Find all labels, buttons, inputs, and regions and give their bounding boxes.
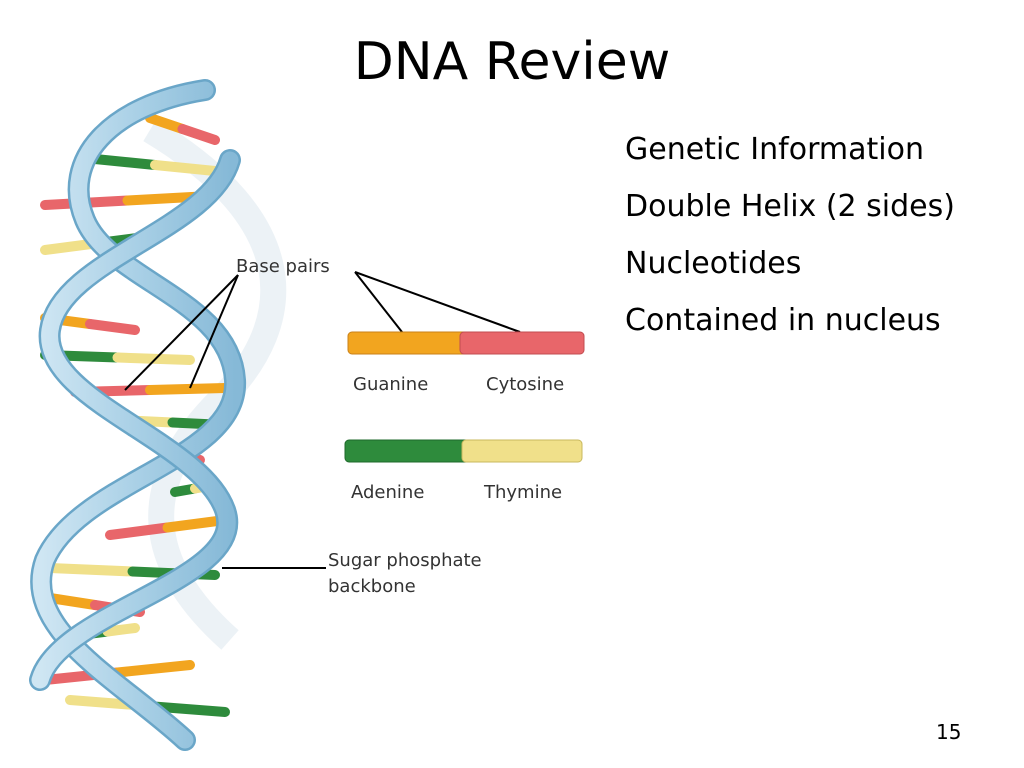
guanine-label: Guanine (353, 374, 428, 395)
base-pair-rung-half (112, 352, 195, 365)
thymine-bar (461, 439, 583, 463)
base-pair-rung-half (162, 515, 230, 533)
base-pair-rung-half (177, 124, 220, 145)
base-pair-rung-half (145, 383, 230, 395)
base-pair-rung-half (45, 593, 100, 610)
guanine-bar (347, 331, 469, 355)
thymine-label: Thymine (483, 482, 562, 503)
sugar-phosphate-backbone (29, 79, 247, 751)
base-pairs-label: Base pairs (236, 256, 330, 277)
base-pair-rung-half (85, 319, 140, 335)
cytosine-bar (459, 331, 585, 355)
backbone-label-line1: Sugar phosphate (328, 550, 482, 571)
base-pair-rung-half (112, 660, 195, 678)
base-pair-rung-half (105, 522, 173, 540)
bullet-double-helix: Double Helix (2 sides) (625, 189, 955, 224)
cytosine-label: Cytosine (486, 374, 564, 395)
base-pairs-callout: Base pairs (124, 256, 521, 391)
legend-at: Adenine Thymine (344, 439, 583, 503)
backbone-callout: Sugar phosphate backbone (222, 550, 482, 597)
bullet-contained-in-nucleus: Contained in nucleus (625, 303, 941, 338)
bullet-list: Genetic Information Double Helix (2 side… (625, 126, 955, 354)
legend-gc: Guanine Cytosine (347, 331, 585, 395)
adenine-label: Adenine (351, 482, 424, 503)
backbone-label-line2: backbone (328, 576, 416, 597)
bullet-nucleotides: Nucleotides (625, 246, 802, 281)
bullet-genetic-information: Genetic Information (625, 132, 924, 167)
base-pair-rung-half (102, 623, 140, 637)
page-number: 15 (936, 720, 962, 744)
base-pair-rung-half (45, 563, 138, 577)
slide-title: DNA Review (353, 32, 671, 92)
helix-shadow (143, 118, 287, 650)
adenine-bar (344, 439, 471, 463)
base-pair-rung-half (145, 113, 188, 134)
